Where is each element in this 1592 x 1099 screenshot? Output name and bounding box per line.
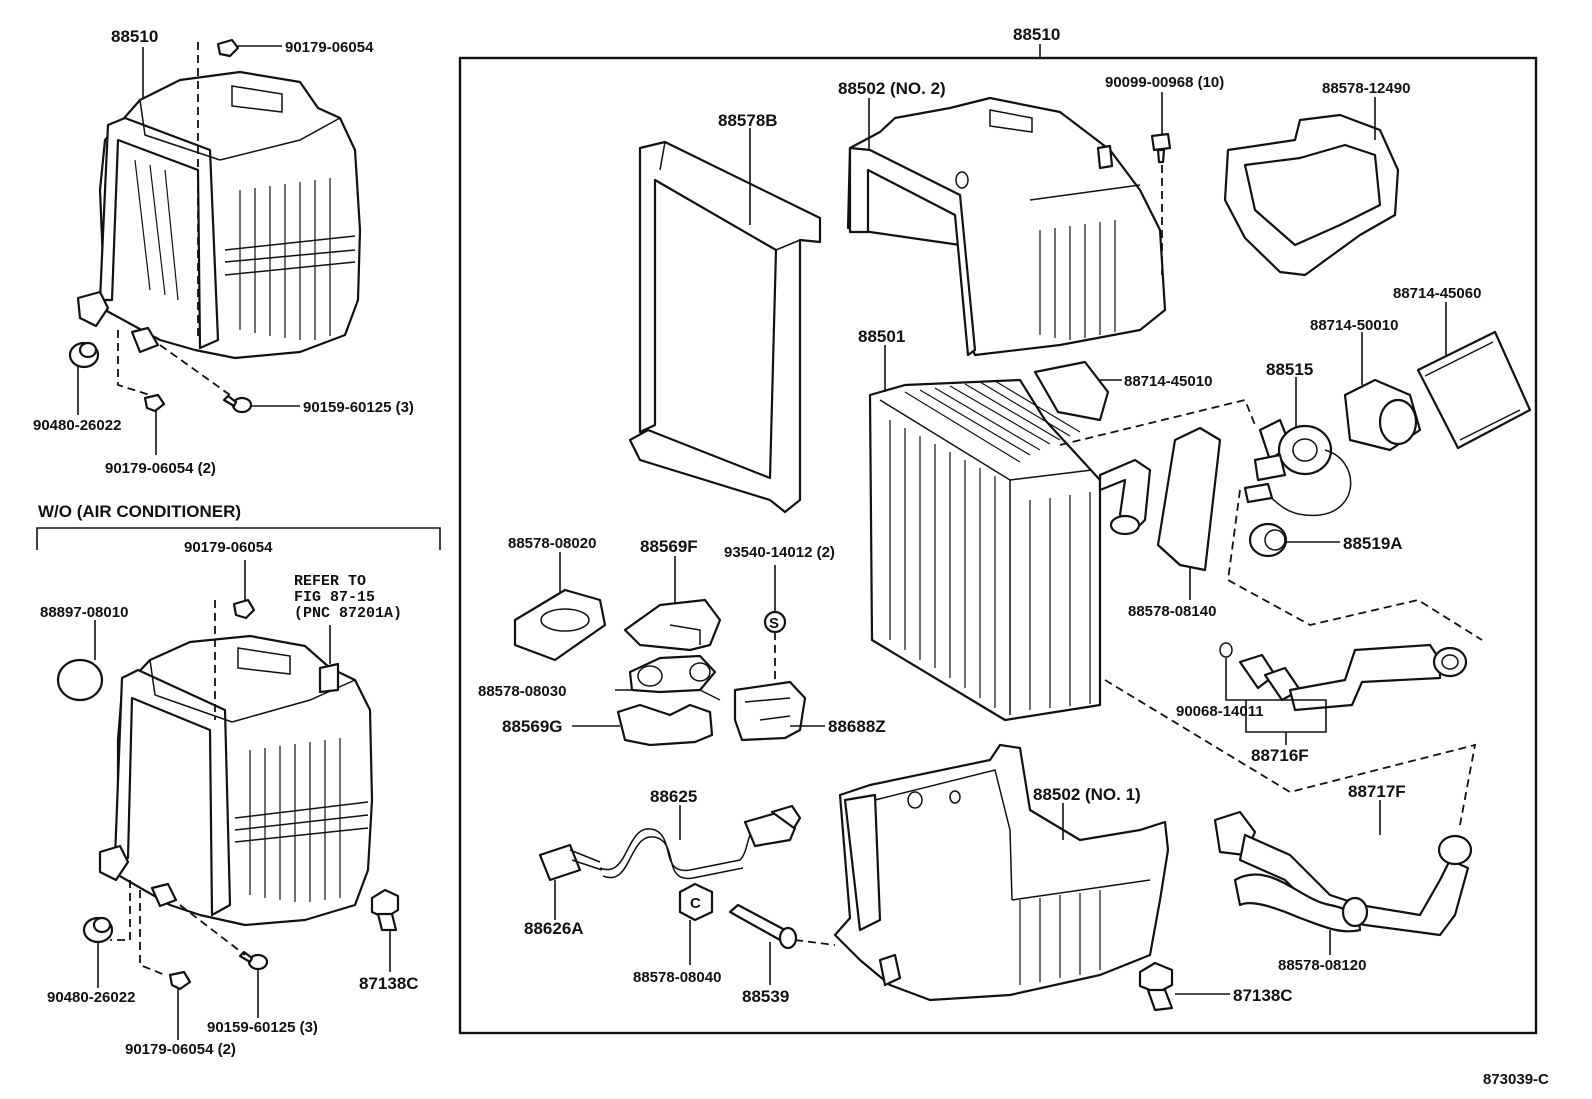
thermistor-50010 [1343,378,1422,452]
label-top-left-grommet: 90480-26022 [33,417,121,434]
label-seal-08140: 88578-08140 [1128,603,1216,620]
wo-clip-icon [232,598,256,620]
tube-88716f [1238,643,1468,712]
seal-frame-b [628,140,822,514]
label-cover-f: 88569F [640,537,698,556]
svg-text:S: S [769,615,779,632]
label-evaporator: 88501 [858,327,905,346]
wo-plug-icon [56,658,104,702]
label-screw-93540: 93540-14012 (2) [724,544,835,561]
label-wo-bolt: 87138C [359,974,419,993]
pad-12490 [1223,113,1400,277]
label-wo-screw: 90159-60125 (3) [207,1019,318,1036]
label-tube-f: 88716F [1251,746,1309,765]
expansion-valve [1243,418,1352,517]
label-wo-refer-3: (PNC 87201A) [294,605,402,622]
ring-88519a [1248,522,1288,558]
cover-88569f [623,598,722,652]
label-top-left-assembly: 88510 [111,27,158,46]
label-nut-08040: 88578-08040 [633,969,721,986]
label-thermistor-45060: 88714-45060 [1393,285,1481,302]
label-main-assembly: 88510 [1013,25,1060,44]
main-assembly-frame [458,56,1538,1035]
nut-08040: C [678,882,714,922]
lower-case-no1 [833,743,1170,1002]
label-connector-a: 88626A [524,919,584,938]
connector-88626a [538,843,603,882]
clamp-08030 [628,654,717,694]
wo-grommet-icon [82,916,114,944]
top-left-clip-icon [216,38,240,58]
hose-88717f [1213,810,1473,937]
label-hose-f: 88717F [1348,782,1406,801]
bolt-87138c [1138,961,1174,1012]
label-seal-08020: 88578-08020 [508,535,596,552]
label-hose-08120: 88578-08120 [1278,957,1366,974]
label-top-left-clip2: 90179-06054 (2) [105,460,216,477]
label-bracket-z: 88688Z [828,717,886,736]
label-screw-10: 90099-00968 (10) [1105,74,1224,91]
label-wo-refer-2: FIG 87-15 [294,589,375,606]
label-cover-g: 88569G [502,717,563,736]
screw-icon [1150,132,1172,164]
drain-88539 [728,903,798,950]
label-case-no1: 88502 (NO. 1) [1033,785,1141,804]
thermistor-45060 [1416,330,1532,450]
label-bolt-c: 87138C [1233,986,1293,1005]
oring-icon [1219,642,1233,658]
top-left-screw-icon [222,394,253,414]
label-top-left-screw: 90159-60125 (3) [303,399,414,416]
svg-text:C: C [690,895,701,912]
label-oring: 90068-14011 [1176,703,1264,720]
label-clamp-08030: 88578-08030 [478,683,566,700]
label-drain: 88539 [742,987,789,1006]
screw-93540-icon: S [763,610,787,634]
cover-88569g [616,689,721,747]
label-thermistor-50010: 88714-50010 [1310,317,1398,334]
thermistor-45010 [1033,360,1110,422]
label-seal-b: 88578B [718,111,778,130]
label-ring-a: 88519A [1343,534,1403,553]
label-top-left-clip: 90179-06054 [285,39,374,56]
label-case-no2: 88502 (NO. 2) [838,79,946,98]
top-left-unit-case [76,70,362,360]
label-wo-header: W/O (AIR CONDITIONER) [38,502,241,521]
label-wo-refer-1: REFER TO [294,573,366,590]
wire-88625 [599,804,802,880]
bracket-88688z [733,680,807,742]
seal-08020 [513,588,607,662]
top-left-grommet-icon [68,341,100,369]
label-expansion-valve: 88515 [1266,360,1313,379]
wo-bolt-icon [370,888,400,932]
evaporator-core [868,378,1152,722]
top-left-clip2-icon [143,393,166,413]
label-pad-12490: 88578-12490 [1322,80,1410,97]
label-wo-plug: 88897-08010 [40,604,128,621]
label-wo-grommet: 90480-26022 [47,989,135,1006]
upper-case-no2 [846,96,1167,357]
label-wo-clip2: 90179-06054 (2) [125,1041,236,1058]
label-diagram-id: 873039-C [1483,1071,1549,1088]
label-wire: 88625 [650,787,697,806]
wo-unit-case [98,634,374,927]
label-thermistor-45010: 88714-45010 [1124,373,1212,390]
seal-08140 [1156,426,1222,572]
label-wo-clip: 90179-06054 [184,539,273,556]
wo-clip2-icon [168,970,192,991]
wo-bracket-line [36,527,441,550]
